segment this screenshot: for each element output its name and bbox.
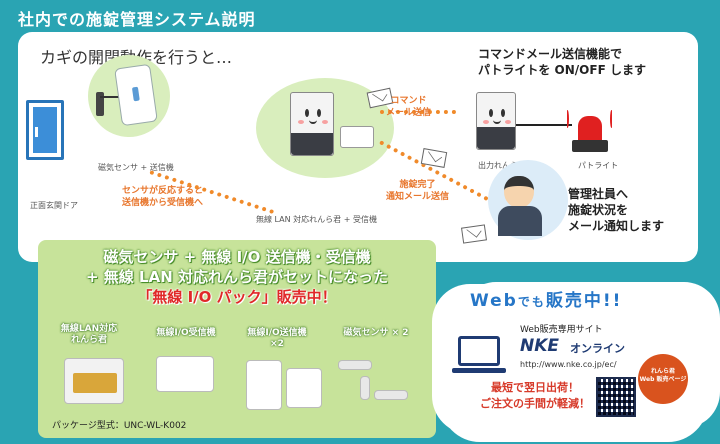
web-url-link[interactable]: http://www.nke.co.jp/ec/	[520, 360, 617, 369]
web-page-badge: れんら君 Web 販売ページ	[638, 354, 688, 404]
sensor-cable	[100, 96, 120, 98]
product-label-transmitter: 無線I/O送信機 ×2	[247, 328, 307, 349]
patlite-base	[572, 140, 608, 152]
product-label-receiver: 無線I/O受信機	[156, 328, 216, 338]
product-label-sensor: 磁気センサ × 2	[343, 328, 409, 338]
promo-title: 磁気センサ + 無線 I/O 送信機・受信機 + 無線 LAN 対応れんら君がセ…	[38, 248, 436, 307]
product-transmitter-image	[246, 360, 282, 410]
receiver-icon	[340, 126, 374, 148]
web-title-end: 販売中!!	[545, 291, 623, 311]
sensor-label: 磁気センサ + 送信機	[98, 163, 174, 172]
qr-code-icon[interactable]	[596, 377, 636, 417]
package-model: パッケージ型式：UNC-WL-K002	[52, 421, 187, 431]
patlite-icon	[578, 116, 602, 142]
output-renraku-kun-icon	[476, 92, 516, 150]
product-router-image	[64, 358, 124, 404]
output-cable	[516, 124, 572, 126]
command-mail-label: コマンド メール送信	[386, 96, 432, 118]
product-label-router: 無線LAN対応 れんら君	[60, 324, 118, 345]
mail-envelope-icon	[461, 224, 487, 244]
product-sensor-image	[360, 376, 370, 400]
door-icon	[26, 100, 64, 160]
sensor-note: センサが反応すると 送信機から受信機へ	[122, 186, 204, 208]
web-site-label: Web販売専用サイト	[520, 325, 603, 335]
web-benefits: 最短で翌日出荷！ ご注文の手間が軽減！	[470, 380, 600, 412]
nke-online-label[interactable]: オンライン	[570, 342, 625, 355]
door-label: 正面玄関ドア	[30, 201, 78, 210]
promo-line-2: + 無線 LAN 対応れんら君がセットになった	[86, 267, 388, 286]
computer-base	[452, 368, 506, 373]
patlite-light-ray	[566, 110, 569, 128]
manager-icon	[504, 176, 534, 208]
computer-icon	[458, 336, 500, 366]
flow-router-to-output	[380, 110, 456, 114]
manager-description: 管理社員へ 施錠状況を メール通知します	[568, 187, 665, 234]
renraku-kun-router-icon	[290, 92, 334, 156]
patlite-light-ray	[610, 110, 613, 128]
patlite-description: コマンドメール送信機能で パトライトを ON/OFF します	[478, 47, 646, 78]
lock-mail-label: 施錠完了 通知メール送信	[386, 180, 450, 202]
nke-logo[interactable]: NKE	[520, 336, 560, 356]
manager-body	[498, 206, 542, 236]
web-sales-title: Webでも販売中!!	[470, 286, 622, 311]
router-label: 無線 LAN 対応れんら君 + 受信機	[256, 215, 377, 224]
product-sensor-image	[374, 390, 408, 400]
promo-line-1: 磁気センサ + 無線 I/O 送信機・受信機	[103, 248, 371, 266]
shipping-note: 最短で翌日出荷！	[491, 381, 579, 394]
promo-panel: 磁気センサ + 無線 I/O 送信機・受信機 + 無線 LAN 対応れんら君がセ…	[38, 240, 436, 438]
page-title: 社内での施錠管理システム説明	[18, 10, 256, 29]
product-receiver-image	[156, 356, 214, 392]
product-sensor-image	[338, 360, 372, 370]
web-title-mid: でも	[517, 295, 546, 309]
output-label: 出力れんら君	[478, 161, 526, 170]
product-transmitter-image	[286, 368, 322, 408]
patlite-label: パトライト	[578, 161, 619, 170]
order-note: ご注文の手間が軽減！	[480, 396, 590, 410]
promo-line-3: 「無線 I/O パック」販売中！	[137, 287, 337, 306]
web-title-main: Web	[470, 291, 518, 311]
sensor-plug-icon	[96, 92, 104, 116]
